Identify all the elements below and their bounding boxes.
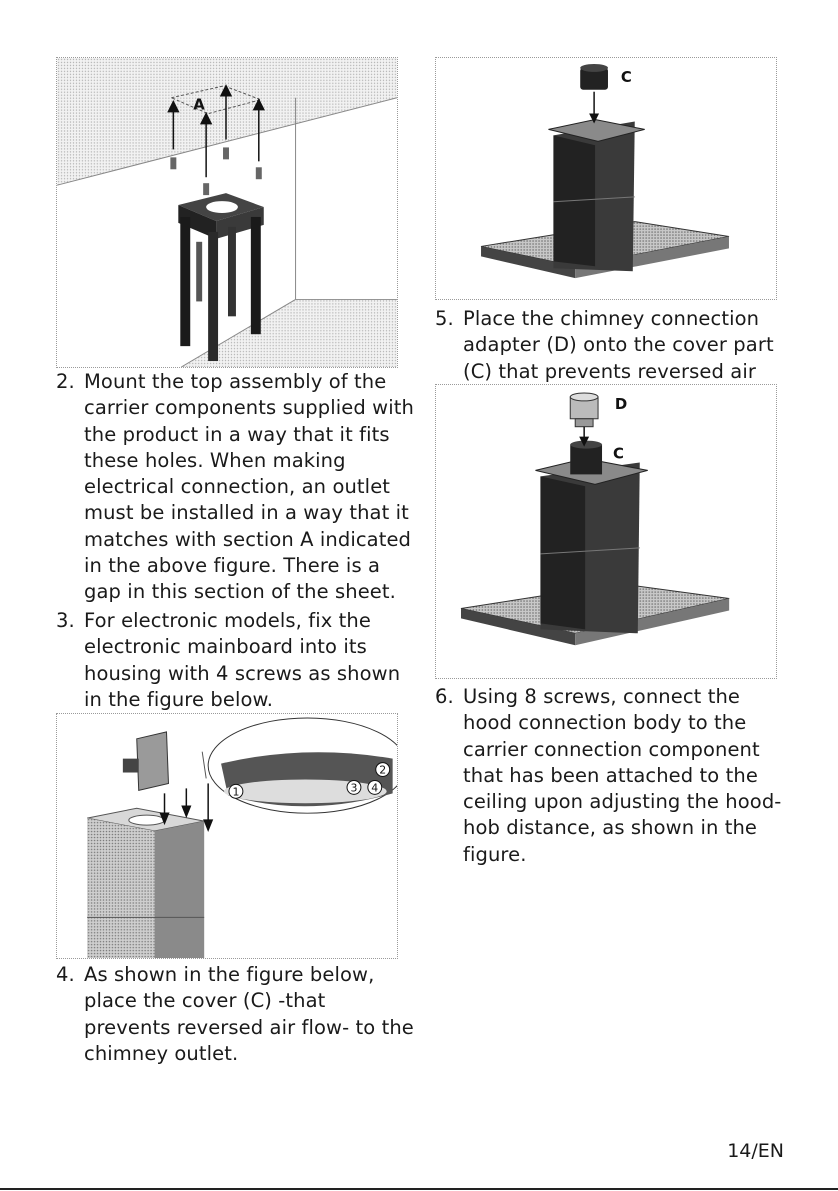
callout-3: 3 [350,781,357,794]
cover-c-illustration: C [480,63,730,279]
step-5-text: Place the chimney connection adapter (D)… [463,307,774,409]
step-4-number: 4. [56,963,75,986]
label-c: C [621,68,632,86]
step-4-text: As shown in the figure below, place the … [84,963,414,1065]
step-5: 5. Place the chimney connection adapter … [435,306,805,411]
callout-1: 1 [232,785,239,798]
step-4: 4. As shown in the figure below, place t… [56,962,416,1067]
bottom-rule [0,1188,838,1190]
ceiling-carrier-illustration: A [57,58,397,367]
step-2: 2. Mount the top assembly of the carrier… [56,369,416,606]
step-3: 3. For electronic models, fix the electr… [56,608,416,713]
callout-2: 2 [379,764,386,777]
callout-4: 4 [371,781,378,794]
step-6-number: 6. [435,685,454,708]
step-3-text: For electronic models, fix the electroni… [84,609,401,711]
step-5-number: 5. [435,307,454,330]
page-number: 14/EN [727,1140,784,1162]
mainboard-screws-illustration: 1 2 3 4 [87,717,397,958]
step-2-text: Mount the top assembly of the carrier co… [84,370,414,604]
figure-mainboard-screws: 1 2 3 4 [56,713,398,959]
adapter-d-illustration: D C [460,392,730,646]
label-a: A [193,96,205,114]
figure-ceiling-carrier: A [56,57,398,368]
label-c-adapter: C [613,444,624,462]
step-3-number: 3. [56,609,75,632]
label-d: D [615,395,627,413]
figure-adapter-d: D C [435,384,777,679]
step-6: 6. Using 8 screws, connect the hood conn… [435,684,785,868]
step-2-number: 2. [56,370,75,393]
step-6-text: Using 8 screws, connect the hood connect… [463,685,782,866]
figure-cover-c: C [435,57,777,300]
